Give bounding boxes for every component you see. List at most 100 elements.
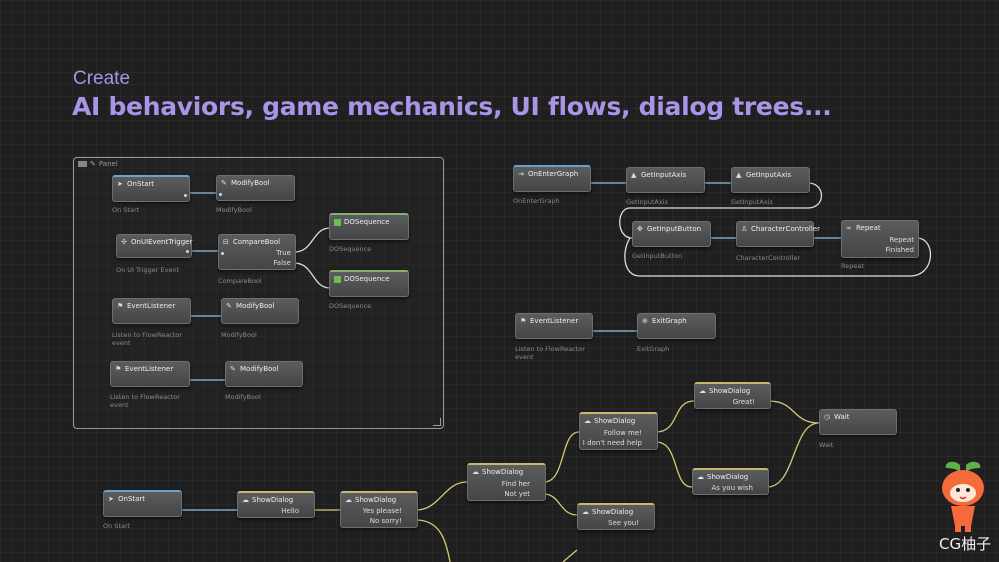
headline-title: AI behaviors, game mechanics, UI flows, … bbox=[72, 92, 832, 121]
node-title: ShowDialog bbox=[482, 468, 524, 476]
wire-help-wish bbox=[655, 441, 693, 488]
exit-icon: ⊕ bbox=[642, 317, 648, 325]
node-modifybool-2[interactable]: ✎ModifyBool bbox=[221, 298, 299, 324]
node-caption: Listen to FlowReactor event bbox=[110, 393, 180, 409]
resize-handle-icon[interactable] bbox=[433, 418, 441, 426]
node-title: ShowDialog bbox=[592, 508, 634, 516]
node-showdialog-wish[interactable]: ☁ShowDialog As you wish bbox=[692, 468, 769, 495]
node-caption: ModifyBool bbox=[225, 393, 261, 401]
wire-no-down bbox=[415, 519, 451, 562]
dialog-icon: ☁ bbox=[584, 417, 591, 425]
wire-notyet-seeyou bbox=[543, 493, 578, 516]
node-getinputaxis-1[interactable]: ▲GetInputAxis bbox=[626, 167, 705, 193]
node-title: OnStart bbox=[127, 180, 155, 188]
panel-header[interactable]: ✎ Panel bbox=[78, 160, 118, 168]
wire-true-dosequence-1 bbox=[293, 227, 331, 253]
node-comparebool[interactable]: ⊟CompareBool True False bbox=[218, 234, 296, 270]
node-showdialog-hello[interactable]: ☁ShowDialog Hello bbox=[237, 491, 315, 518]
node-eventlistener-1[interactable]: ⚑EventListener bbox=[112, 298, 191, 324]
node-title: ShowDialog bbox=[594, 417, 636, 425]
wire-repeat-loop bbox=[624, 237, 932, 277]
node-caption: ExitGraph bbox=[637, 345, 670, 353]
output-findher: Find her bbox=[501, 480, 530, 488]
node-showdialog-yes[interactable]: ☁ShowDialog Yes please! No sorry! bbox=[340, 491, 418, 528]
headline-create: Create bbox=[73, 68, 131, 89]
node-title: OnUIEventTrigger bbox=[131, 238, 193, 246]
dialog-icon: ☁ bbox=[345, 496, 352, 504]
panel-icon bbox=[78, 161, 87, 167]
node-eventlistener-3[interactable]: ⚑EventListener bbox=[515, 313, 593, 339]
node-title: CharacterController bbox=[751, 225, 820, 233]
node-onstart-1[interactable]: ➤OnStart bbox=[112, 175, 190, 202]
node-title: ModifyBool bbox=[236, 302, 275, 310]
node-caption: OnEnterGraph bbox=[513, 197, 560, 205]
output-no: No sorry! bbox=[369, 517, 402, 525]
node-exitgraph[interactable]: ⊕ExitGraph bbox=[637, 313, 716, 339]
dotween-icon bbox=[334, 218, 341, 226]
node-modifybool-3[interactable]: ✎ModifyBool bbox=[225, 361, 303, 387]
node-title: EventListener bbox=[125, 365, 174, 373]
logo-text: CG柚子 bbox=[939, 535, 992, 553]
output-true: True bbox=[276, 249, 291, 257]
pencil-icon[interactable]: ✎ bbox=[90, 160, 96, 168]
node-title: GetInputButton bbox=[647, 225, 702, 233]
input-axis-icon: ▲ bbox=[631, 171, 637, 179]
output-noneed: I don't need help bbox=[582, 439, 642, 447]
node-getinputaxis-2[interactable]: ▲GetInputAxis bbox=[731, 167, 810, 193]
input-axis-icon: ▲ bbox=[736, 171, 742, 179]
pencil-icon: ✎ bbox=[221, 179, 227, 187]
output-seeyou: See you! bbox=[608, 519, 639, 527]
node-wait[interactable]: ◷Wait bbox=[819, 409, 897, 435]
input-port[interactable] bbox=[219, 193, 222, 196]
listener-icon: ⚑ bbox=[115, 365, 122, 373]
wire-yes-find bbox=[415, 481, 468, 511]
dialog-icon: ☁ bbox=[582, 508, 589, 516]
node-title: ModifyBool bbox=[240, 365, 279, 373]
dialog-icon: ☁ bbox=[699, 387, 706, 395]
node-caption: DOSequence bbox=[329, 245, 372, 253]
node-showdialog-seeyou[interactable]: ☁ShowDialog See you! bbox=[577, 503, 655, 530]
output-port[interactable] bbox=[184, 194, 187, 197]
node-showdialog-follow[interactable]: ☁ShowDialog Follow me! I don't need help bbox=[579, 412, 658, 450]
node-charactercontroller[interactable]: ♙CharacterController bbox=[736, 221, 820, 247]
node-title: CompareBool bbox=[233, 238, 281, 246]
wire-find-follow bbox=[543, 431, 580, 483]
play-icon: ➤ bbox=[108, 495, 114, 503]
node-showdialog-great[interactable]: ☁ShowDialog Great! bbox=[694, 382, 771, 409]
node-title: Wait bbox=[834, 413, 850, 421]
node-onentergraph[interactable]: ⇥OnEnterGraph bbox=[513, 165, 591, 192]
node-dosequence-1[interactable]: DOSequence bbox=[329, 213, 409, 240]
node-caption: DOSequence bbox=[329, 302, 372, 310]
output-wish: As you wish bbox=[711, 484, 753, 492]
character-icon: ♙ bbox=[741, 225, 748, 233]
node-title: DOSequence bbox=[344, 275, 390, 283]
output-finished: Finished bbox=[885, 246, 914, 254]
output-port[interactable] bbox=[186, 250, 189, 253]
node-showdialog-find[interactable]: ☁ShowDialog Find her Not yet bbox=[467, 463, 546, 501]
node-title: ModifyBool bbox=[231, 179, 270, 187]
white-wires bbox=[293, 182, 932, 289]
gamepad-icon: ✥ bbox=[637, 225, 643, 233]
node-getinputbutton[interactable]: ✥ GetInputButton bbox=[632, 221, 711, 247]
output-hello: Hello bbox=[281, 507, 299, 515]
node-caption: On Start bbox=[112, 206, 140, 214]
node-onstart-2[interactable]: ➤OnStart bbox=[103, 490, 182, 517]
node-eventlistener-2[interactable]: ⚑EventListener bbox=[110, 361, 190, 387]
input-port[interactable] bbox=[221, 252, 224, 255]
node-onuieventtrigger[interactable]: ✣OnUIEventTrigger bbox=[116, 234, 192, 258]
node-repeat[interactable]: ∞Repeat Repeat Finished bbox=[841, 220, 919, 258]
output-followme: Follow me! bbox=[603, 429, 642, 437]
node-caption: Repeat bbox=[841, 262, 864, 270]
listener-icon: ⚑ bbox=[520, 317, 527, 325]
node-modifybool-1[interactable]: ✎ ModifyBool bbox=[216, 175, 295, 201]
node-title: ShowDialog bbox=[707, 473, 749, 481]
node-title: ShowDialog bbox=[252, 496, 294, 504]
repeat-icon: ∞ bbox=[846, 224, 852, 232]
output-notyet: Not yet bbox=[504, 490, 530, 498]
node-caption: On UI Trigger Event bbox=[116, 266, 180, 274]
node-dosequence-2[interactable]: DOSequence bbox=[329, 270, 409, 297]
listener-icon: ⚑ bbox=[117, 302, 124, 310]
wire-wish-wait bbox=[766, 422, 820, 488]
